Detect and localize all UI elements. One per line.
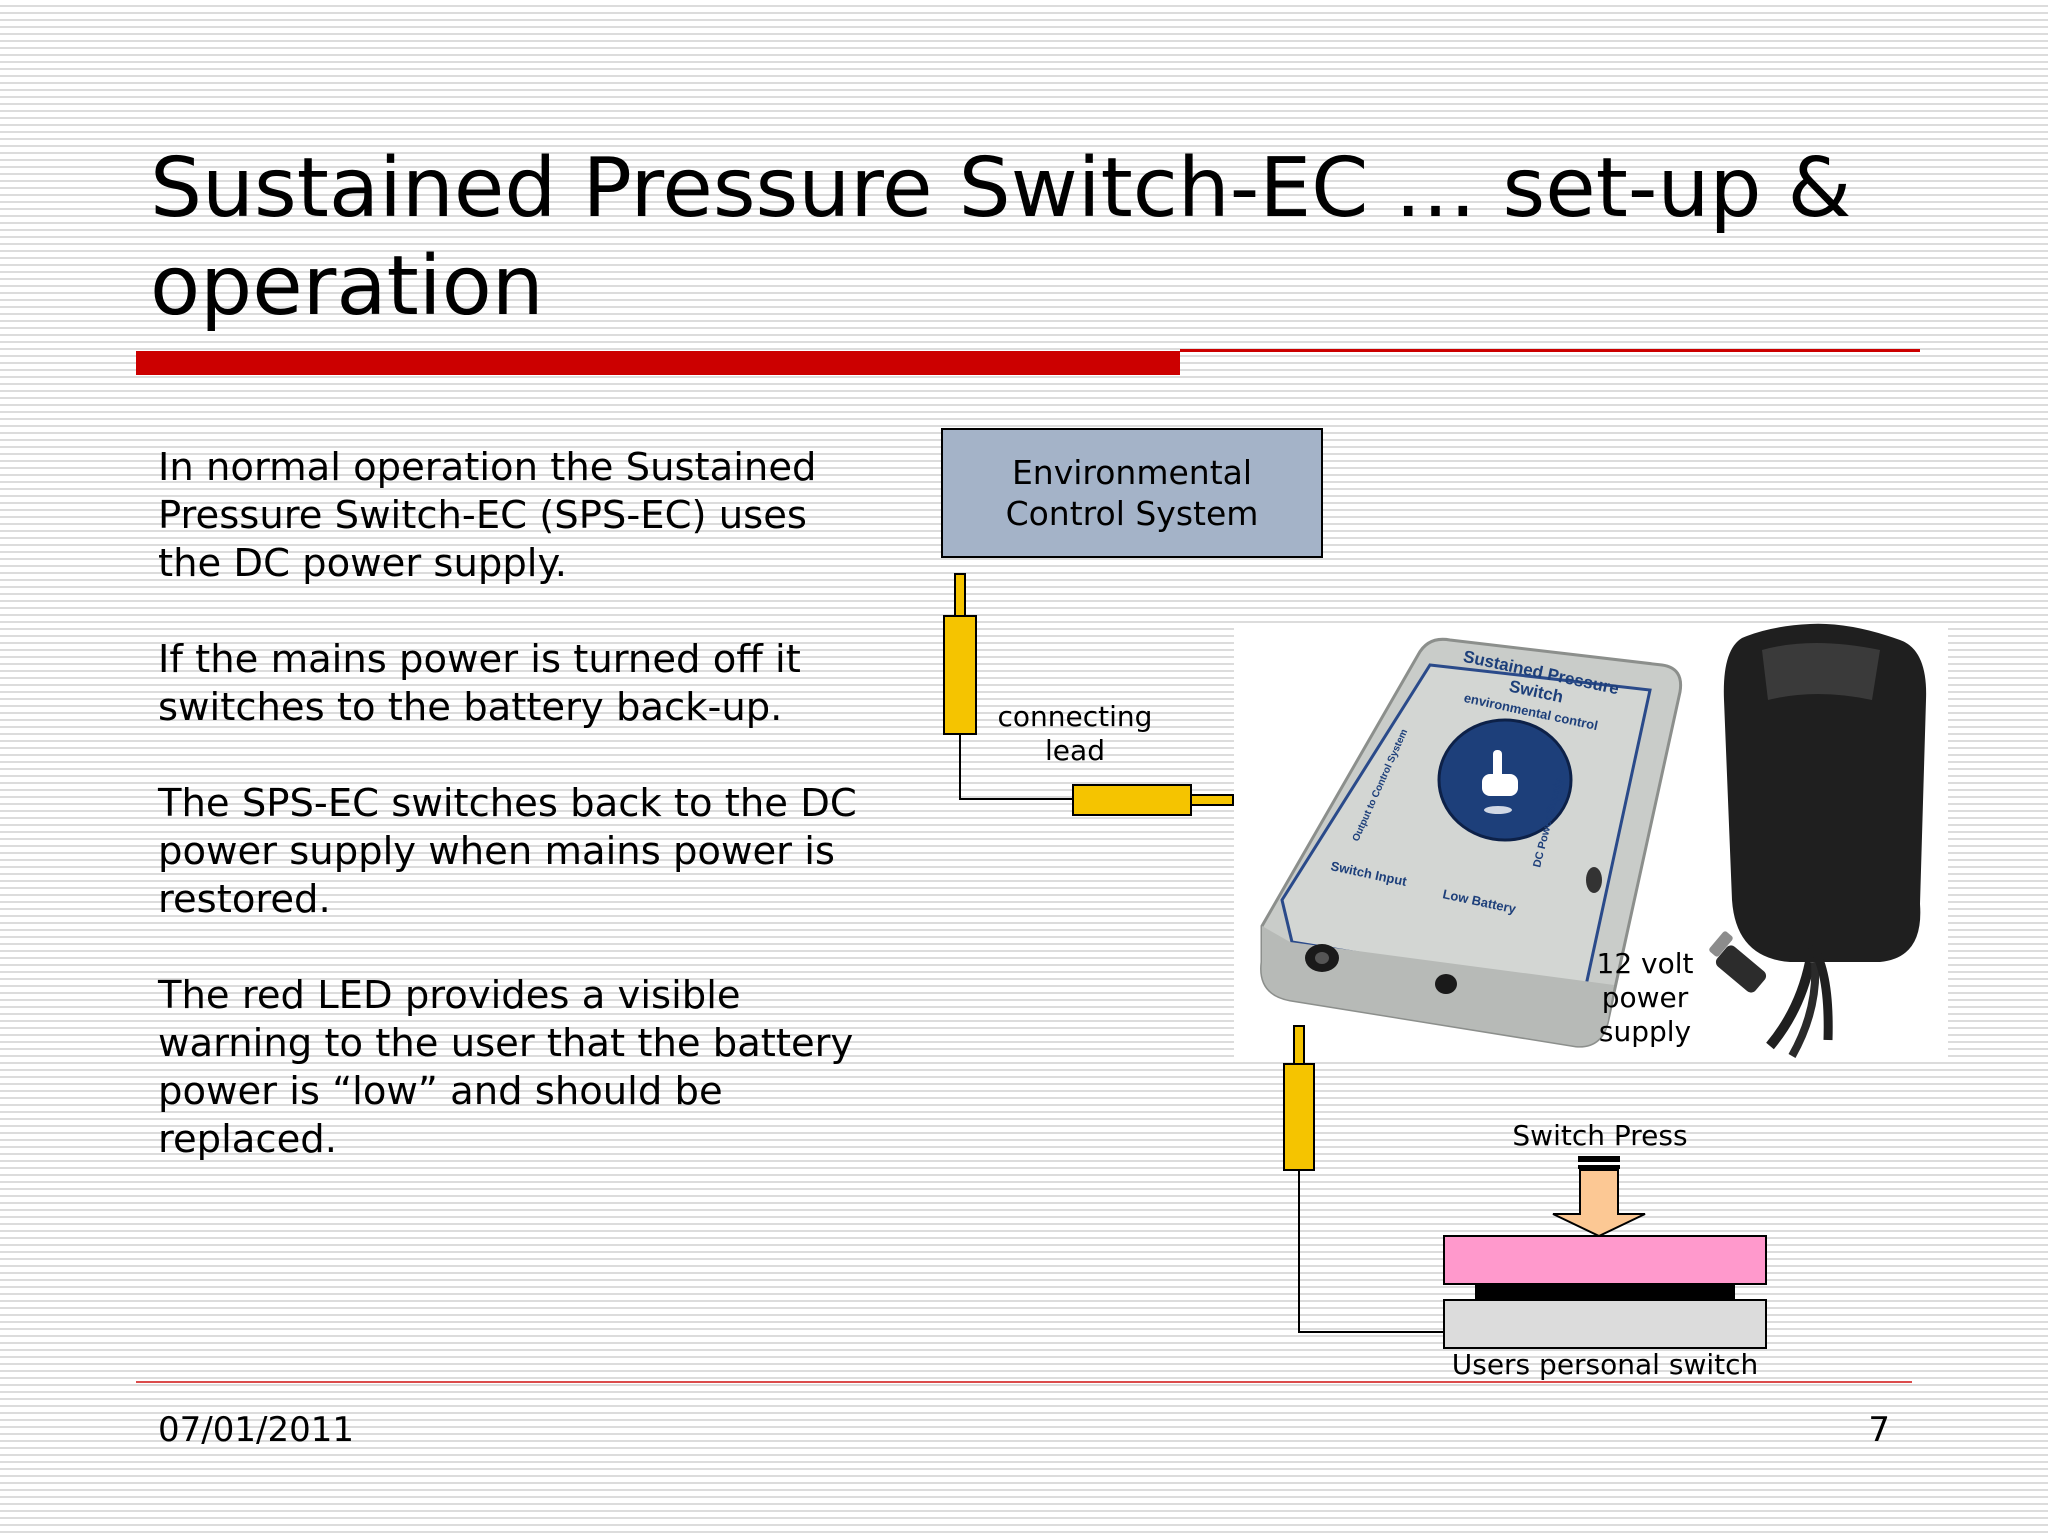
users-switch-label: Users personal switch bbox=[1451, 1348, 1759, 1381]
paragraph-mains-restored: The SPS-EC switches back to the DC power… bbox=[158, 781, 857, 922]
paragraph-normal-operation: In normal operation the Sustained Pressu… bbox=[158, 445, 817, 586]
title-underline-thick bbox=[136, 351, 1180, 375]
adapter-top-shade bbox=[1762, 643, 1880, 700]
switch-lead-plug-tip bbox=[1293, 1025, 1305, 1065]
paragraph-red-led: The red LED provides a visible warning t… bbox=[158, 973, 854, 1162]
switch-lead bbox=[1283, 1025, 1444, 1333]
adapter-body bbox=[1723, 623, 1927, 962]
lead-plug-tip-top bbox=[954, 573, 966, 617]
lead-wire-top bbox=[959, 734, 1073, 800]
lead-plug-body-top bbox=[943, 615, 977, 735]
connecting-lead-label: connecting lead bbox=[997, 700, 1153, 767]
adapter-cable-plug bbox=[1808, 943, 1833, 1041]
switch-pad-pink bbox=[1443, 1235, 1767, 1285]
slide-page-number: 7 bbox=[1868, 1410, 1890, 1450]
dc-power-socket bbox=[1586, 867, 1602, 893]
environmental-control-system-box: Environmental Control System bbox=[941, 428, 1323, 558]
sps-ec-device: Sustained Pressure Switch environmental … bbox=[1260, 637, 1683, 1048]
adapter-plug-head bbox=[1715, 945, 1767, 993]
slide-title: Sustained Pressure Switch-EC … set-up & … bbox=[150, 141, 1852, 334]
low-battery-led bbox=[1435, 974, 1457, 994]
switch-pad-middle bbox=[1475, 1284, 1735, 1300]
adapter-cable-right bbox=[1788, 961, 1820, 1058]
switch-press-arrow bbox=[1552, 1156, 1646, 1238]
body-text: In normal operation the Sustained Pressu… bbox=[158, 444, 858, 1212]
slide-date: 07/01/2011 bbox=[158, 1410, 354, 1450]
adapter-cable-left bbox=[1766, 960, 1815, 1050]
connecting-lead bbox=[943, 573, 1234, 816]
paragraph-mains-off: If the mains power is turned off it swit… bbox=[158, 637, 801, 730]
users-personal-switch bbox=[1443, 1235, 1767, 1349]
lead-plug-tip-right bbox=[1190, 794, 1234, 806]
switch-lead-wire bbox=[1298, 1170, 1444, 1333]
power-supply-adapter bbox=[1709, 623, 1927, 1058]
pointing-hand-icon bbox=[1482, 750, 1518, 814]
ecs-box-label: Environmental Control System bbox=[1005, 453, 1259, 533]
footer-divider bbox=[136, 1381, 1912, 1383]
switch-pad-base bbox=[1443, 1299, 1767, 1349]
switch-lead-plug-body bbox=[1283, 1063, 1315, 1171]
switch-press-label: Switch Press bbox=[1512, 1119, 1688, 1152]
lead-plug-body-right bbox=[1072, 784, 1192, 816]
title-underline-thin bbox=[1180, 349, 1920, 352]
adapter-plug-tip bbox=[1709, 931, 1733, 957]
power-supply-label: 12 volt power supply bbox=[1596, 947, 1694, 1048]
